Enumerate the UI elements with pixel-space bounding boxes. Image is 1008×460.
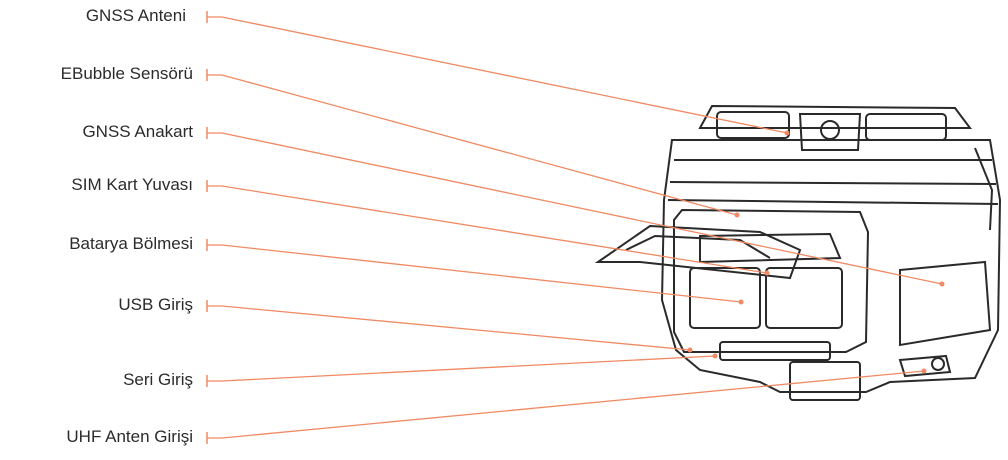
label-gnss-anakart: GNSS Anakart	[82, 122, 193, 141]
side-panel	[899, 260, 992, 347]
leader-ebubble-sensoru	[207, 74, 738, 216]
port-strip	[719, 341, 831, 361]
top-bolt	[820, 120, 840, 140]
top-center-block	[798, 113, 862, 151]
leader-batarya-bolmesi	[207, 244, 742, 303]
leader-seri-giris-endpoint	[712, 353, 718, 359]
leader-batarya-bolmesi-endpoint	[738, 299, 744, 305]
leader-usb-giris-endpoint	[687, 347, 693, 353]
bottom-mount	[789, 361, 861, 401]
label-ebubble-sensoru: EBubble Sensörü	[60, 64, 193, 83]
battery-slot-right	[765, 267, 843, 329]
leader-gnss-anteni	[207, 16, 788, 134]
top-cap	[698, 104, 972, 129]
leader-gnss-anteni-endpoint	[784, 130, 790, 136]
top-panel-left	[716, 111, 790, 139]
leader-ebubble-sensoru-endpoint	[734, 212, 740, 218]
label-batarya-bolmesi: Batarya Bölmesi	[69, 234, 193, 253]
label-gnss-anteni: GNSS Anteni	[85, 6, 186, 25]
leader-seri-giris	[207, 355, 716, 382]
leader-gnss-anakart	[207, 132, 943, 285]
battery-slot-left	[689, 267, 761, 329]
leader-gnss-anakart-endpoint	[939, 281, 945, 287]
battery-lid	[594, 224, 802, 280]
sim-tray	[699, 232, 842, 264]
leader-sim-kart-yuvasi-endpoint	[764, 270, 770, 276]
label-uhf-anten-girisi: UHF Anten Girişi	[66, 427, 193, 446]
uhf-port	[898, 354, 952, 378]
leader-lines	[206, 11, 945, 444]
label-usb-giris: USB Giriş	[118, 295, 193, 314]
compartment-frame	[673, 208, 870, 353]
leader-uhf-anten-girisi	[207, 370, 925, 439]
label-sim-kart-yuvasi: SIM Kart Yuvası	[71, 175, 193, 194]
leader-usb-giris	[207, 305, 691, 351]
main-shell	[660, 139, 1002, 393]
leader-sim-kart-yuvasi	[207, 185, 768, 274]
gnss-receiver-drawing	[594, 104, 1002, 401]
label-seri-giris: Seri Giriş	[123, 370, 193, 389]
leader-uhf-anten-girisi-endpoint	[921, 368, 927, 374]
